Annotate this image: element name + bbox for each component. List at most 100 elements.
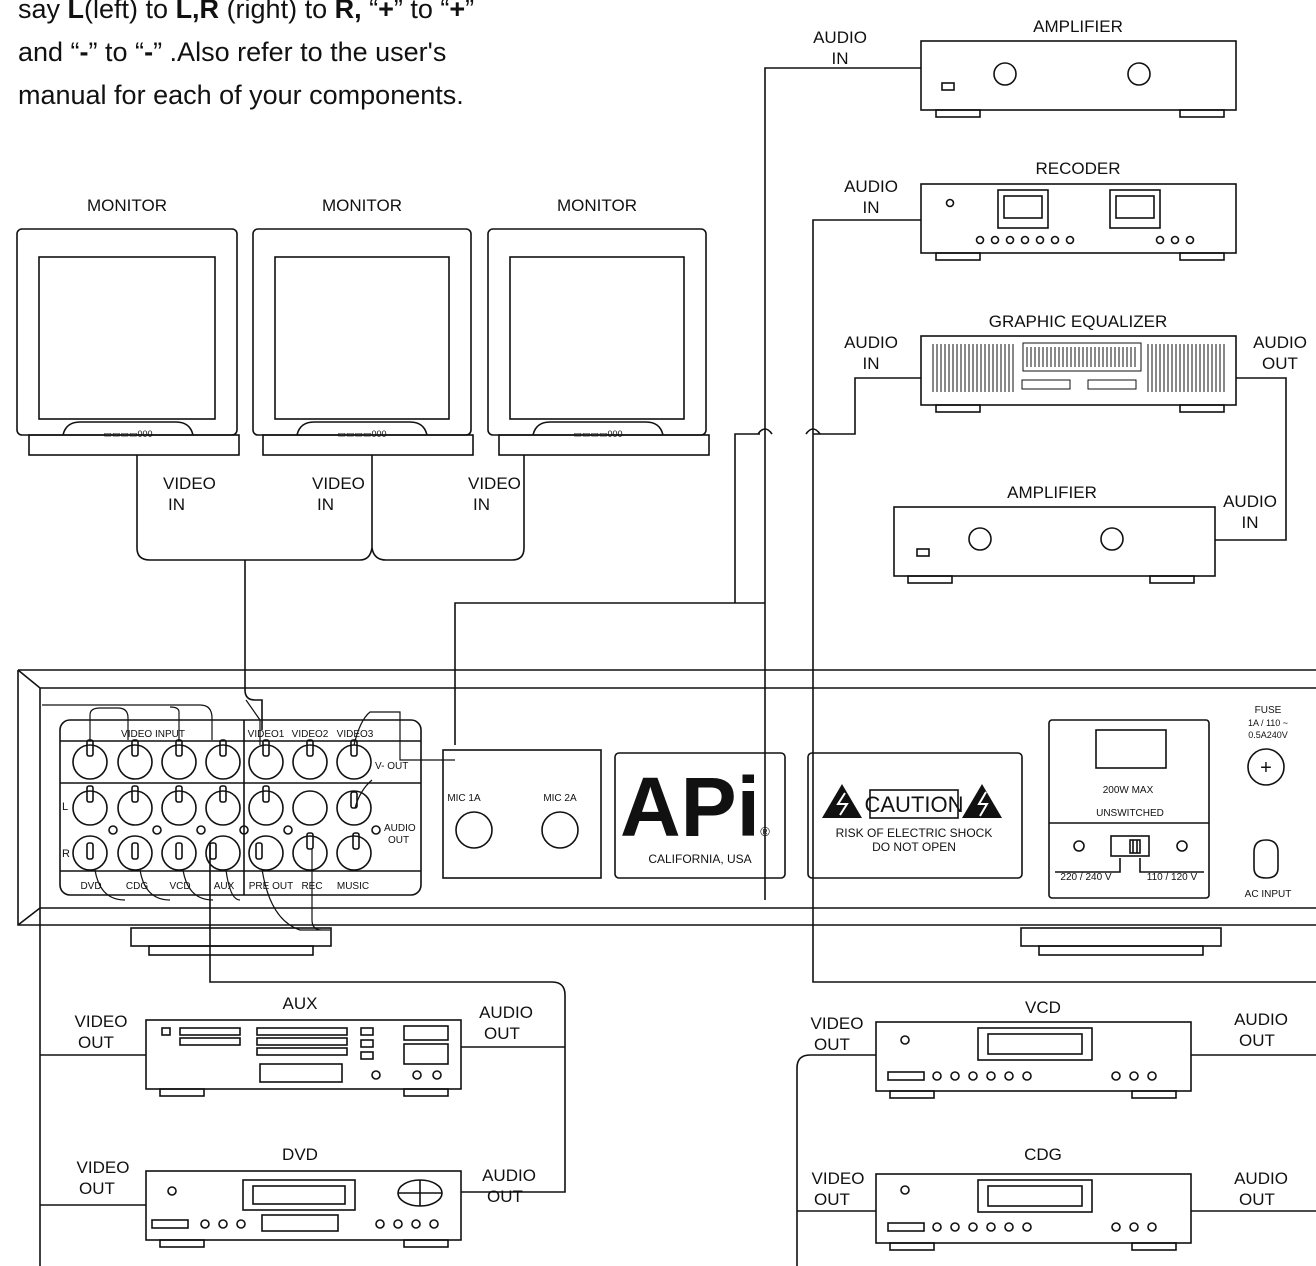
monitor-label: MONITOR xyxy=(322,196,402,215)
monitor-controls: ▭▭▭▭000 xyxy=(103,429,152,439)
audio-out-label-1: AUDIO xyxy=(1234,1010,1288,1029)
monitor-controls: ▭▭▭▭000 xyxy=(573,429,622,439)
bottom-left-wiring xyxy=(39,845,1316,1266)
cable-crossing xyxy=(454,428,821,745)
voltage-left-label: 220 / 240 V xyxy=(1060,872,1111,883)
recorder: RECODER AUDIO IN xyxy=(812,159,1237,900)
monitor-controls: ▭▭▭▭000 xyxy=(337,429,386,439)
monitor-input-label-1: VIDEO xyxy=(163,474,216,493)
instruction-line-2: and “-” to “-” .Also refer to the user's xyxy=(18,37,447,67)
mic-1a-label: MIC 1A xyxy=(447,793,481,804)
monitor-label: MONITOR xyxy=(87,196,167,215)
fuse-holder xyxy=(1247,748,1285,786)
amplifier-title: AMPLIFIER xyxy=(1033,17,1123,36)
monitor-input-label-1: VIDEO xyxy=(312,474,365,493)
video-out-label-1: VIDEO xyxy=(811,1014,864,1033)
warning-triangle-right-icon xyxy=(962,784,1002,818)
audio-out-label-1: AUDIO xyxy=(1234,1169,1288,1188)
dvd-title: DVD xyxy=(282,1145,318,1164)
audio-in-label-1: AUDIO xyxy=(844,177,898,196)
equalizer-title: GRAPHIC EQUALIZER xyxy=(989,312,1168,331)
dvd-player: DVD VIDEO OUT AUDIO OUT xyxy=(77,1145,536,1248)
audio-in-label-2: IN xyxy=(863,354,880,373)
recorder-title: RECODER xyxy=(1035,159,1120,178)
audio-out-label-1: AUDIO xyxy=(1253,333,1307,352)
mic-2a-label: MIC 2A xyxy=(543,793,577,804)
audio-out-label-1: AUDIO xyxy=(384,823,416,834)
api-logo: APi xyxy=(620,760,760,854)
video3-label: VIDEO3 xyxy=(337,729,374,740)
video-out-label-1: VIDEO xyxy=(812,1169,865,1188)
cdg-title: CDG xyxy=(1024,1145,1062,1164)
video-out-label-2: OUT xyxy=(814,1035,850,1054)
monitor-input-label-2: IN xyxy=(473,495,490,514)
fuse-line-2: 1A / 110 ~ xyxy=(1248,718,1288,728)
jack-label-dvd: DVD xyxy=(80,881,101,892)
video-out-label-2: OUT xyxy=(78,1033,114,1052)
mic-1a-jack xyxy=(455,811,493,849)
bottom-right-wiring xyxy=(796,1054,876,1266)
fuse-symbol: + xyxy=(1260,757,1272,779)
audio-out-label-1: AUDIO xyxy=(482,1166,536,1185)
fuse-label: FUSE xyxy=(1255,705,1282,716)
amplifier-title: AMPLIFIER xyxy=(1007,483,1097,502)
audio-in-label-2: IN xyxy=(1242,513,1259,532)
audio-in-label-2: IN xyxy=(863,198,880,217)
monitor-3: MONITOR ▭▭▭▭000 VIDEO IN xyxy=(468,196,710,514)
jack-label-pre-out: PRE OUT xyxy=(249,881,293,892)
video-out-label-1: VIDEO xyxy=(75,1012,128,1031)
jack-label-music: MUSIC xyxy=(337,881,369,892)
warning-triangle-left-icon xyxy=(822,784,862,818)
audio-out-label-2: OUT xyxy=(487,1187,523,1206)
video-out-label-2: OUT xyxy=(814,1190,850,1209)
caution-title: CAUTION xyxy=(865,792,964,817)
aux-player: AUX VIDEO OUT AUDIO OUT xyxy=(75,994,533,1097)
video1-label: VIDEO1 xyxy=(248,729,285,740)
jack-label-cdg: CDG xyxy=(126,881,148,892)
audio-out-label-1: AUDIO xyxy=(479,1003,533,1022)
vcd-title: VCD xyxy=(1025,998,1061,1017)
monitor-input-label-1: VIDEO xyxy=(468,474,521,493)
audio-out-label-2: OUT xyxy=(388,835,409,846)
logo-subtitle: CALIFORNIA, USA xyxy=(648,852,751,866)
audio-out-label-2: OUT xyxy=(484,1024,520,1043)
audio-out-label-2: OUT xyxy=(1262,354,1298,373)
instruction-line-3: manual for each of your components. xyxy=(18,80,464,110)
v-out-label: V- OUT xyxy=(375,761,408,772)
cdg-player: CDG VIDEO OUT AUDIO OUT xyxy=(812,1145,1316,1251)
main-unit: VIDEO INPUT VIDEO1 VIDEO2 VIDEO3 V- OUT … xyxy=(17,669,1316,956)
audio-in-label-1: AUDIO xyxy=(844,333,898,352)
aux-title: AUX xyxy=(283,994,318,1013)
power-unswitched-label: UNSWITCHED xyxy=(1096,808,1164,819)
channel-right-label: R xyxy=(62,848,70,860)
caution-line-2: DO NOT OPEN xyxy=(872,840,956,854)
ac-input-socket xyxy=(1253,839,1279,879)
monitor-input-label-2: IN xyxy=(168,495,185,514)
video-input-label: VIDEO INPUT xyxy=(121,729,185,740)
amplifier-top: AMPLIFIER AUDIO IN xyxy=(764,17,1237,900)
rca-jacks xyxy=(72,739,381,871)
audio-in-label-1: AUDIO xyxy=(1223,492,1277,511)
fuse-line-3: 0.5A240V xyxy=(1248,730,1288,740)
voltage-right-label: 110 / 120 V xyxy=(1147,872,1198,883)
audio-out-label-2: OUT xyxy=(1239,1190,1275,1209)
video-out-label-2: OUT xyxy=(79,1179,115,1198)
graphic-equalizer: GRAPHIC EQUALIZER AUDIO IN AUDIO OUT xyxy=(813,312,1307,541)
video2-label: VIDEO2 xyxy=(292,729,329,740)
caution-line-1: RISK OF ELECTRIC SHOCK xyxy=(836,826,993,840)
instruction-text: say L(left) to L,R (right) to R, “+” to … xyxy=(18,0,658,117)
vcd-player: VCD VIDEO OUT AUDIO OUT xyxy=(811,998,1316,1099)
monitor-video-cables xyxy=(136,455,525,730)
monitor-input-label-2: IN xyxy=(317,495,334,514)
audio-out-label-2: OUT xyxy=(1239,1031,1275,1050)
audio-in-label-1: AUDIO xyxy=(813,28,867,47)
video-out-label-1: VIDEO xyxy=(77,1158,130,1177)
channel-left-label: L xyxy=(62,801,68,813)
monitor-2: MONITOR ▭▭▭▭000 VIDEO IN xyxy=(252,196,474,514)
jack-label-vcd: VCD xyxy=(169,881,190,892)
jack-cables xyxy=(42,699,455,931)
monitor-label: MONITOR xyxy=(557,196,637,215)
mic-2a-jack xyxy=(541,811,579,849)
